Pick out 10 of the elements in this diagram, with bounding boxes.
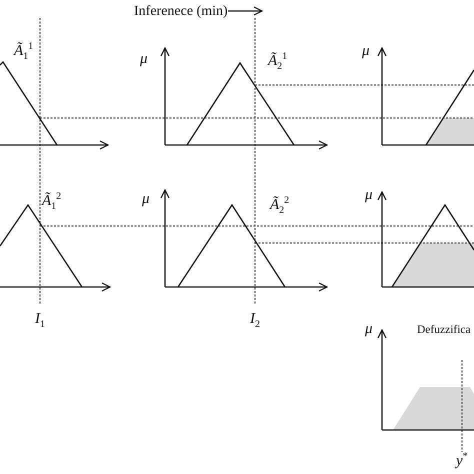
axis-label: I$_{1}$ xyxy=(35,312,45,330)
axis-label: μ xyxy=(140,52,148,67)
axis-label: I$_{2}$ xyxy=(250,312,260,330)
axis-label: μ xyxy=(362,44,370,59)
axis-label: μ xyxy=(142,192,150,207)
axis-label: μ xyxy=(365,322,373,337)
axis-label: Inferenece (min) xyxy=(134,5,228,19)
axis-label: μ xyxy=(365,188,373,203)
axis-label: y$^{*}$ xyxy=(456,452,468,469)
axis-label: Defuzzifica xyxy=(417,325,471,336)
